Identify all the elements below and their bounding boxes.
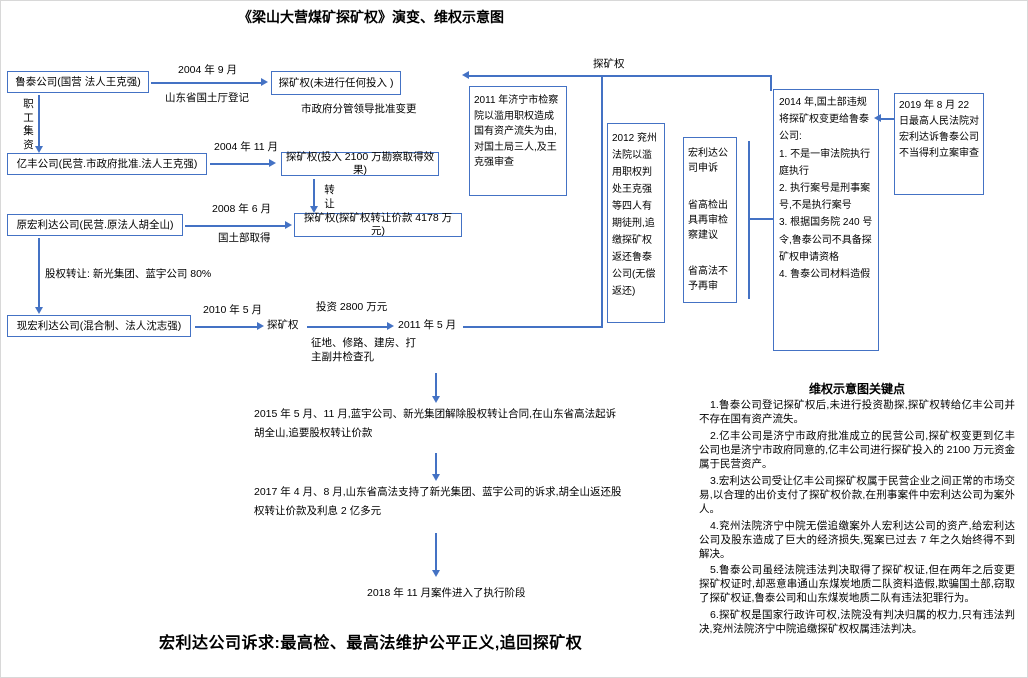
appeal-honglida-petition: 宏利达公司申诉 [688, 148, 728, 174]
connector-line [463, 326, 603, 328]
appeal-provincial-procuratorate: 省高检出具再审检察建议 [688, 199, 728, 241]
flow-node-mining-right-2100: 探矿权(投入 2100 万勘察取得效果) [281, 151, 439, 176]
arrow-label-land-ministry-obtained: 国土部取得 [218, 232, 271, 244]
flow-node-yifeng-company: 亿丰公司(民营.市政府批准.法人王克强) [7, 153, 207, 175]
keypoint-item-2: 2.亿丰公司是济宁市政府批准成立的民营公司,探矿权变更到亿丰公司也是济宁市政府同… [699, 429, 1015, 470]
arrowhead-down-icon [431, 570, 440, 577]
label-mining-right-plain: 探矿权 [267, 319, 299, 331]
arrowhead-right-icon [257, 322, 264, 330]
keypoint-item-1: 1.鲁泰公司登记探矿权后,未进行投资勘探,探矿权转给亿丰公司并不存在国有资产流失… [699, 399, 1015, 425]
flow-node-mining-right-no-input: 探矿权(未进行任何投入 ) [271, 71, 401, 95]
keypoint-item-3: 3.宏利达公司受让亿丰公司探矿权属于民营企业之间正常的市场交易,以合理的出价支付… [699, 474, 1015, 515]
arrowhead-right-icon [261, 78, 268, 86]
arrow-label-date-2008-06: 2008 年 6 月 [212, 203, 271, 215]
arrow-label-land-dept-registration: 山东省国土厅登记 [165, 92, 249, 104]
appeal-provincial-court-refusal: 省高法不予再审 [688, 266, 728, 292]
flow-node-lutai-company: 鲁泰公司(国营 法人王克强) [7, 71, 149, 93]
connector-line [748, 141, 750, 299]
connector-line [748, 218, 773, 220]
arrow-label-date-2004-09: 2004 年 9 月 [178, 64, 237, 76]
connector-line [469, 75, 771, 77]
arrow-label-mining-right-return: 探矿权 [593, 58, 625, 70]
step-2018-execution: 2018 年 11 月案件进入了执行阶段 [367, 587, 526, 599]
label-date-2011-05: 2011 年 5 月 [398, 319, 457, 331]
arrow-label-investment-2800: 投资 2800 万元 [316, 301, 388, 313]
arrowhead-right-icon [285, 221, 292, 229]
arrowhead-down-icon [431, 396, 440, 403]
connector-line [770, 75, 772, 91]
flow-node-former-honglida: 原宏利达公司(民营.原法人胡全山) [7, 214, 183, 236]
connector-line [601, 75, 603, 328]
page-title: 《梁山大营煤矿探矿权》演变、维权示意图 [238, 9, 504, 25]
flow-node-current-honglida: 现宏利达公司(混合制、法人沈志强) [7, 315, 191, 337]
keypoints-list: 1.鲁泰公司登记探矿权后,未进行投资勘探,探矿权转给亿丰公司并不存在国有资产流失… [699, 399, 1015, 677]
arrow-label-employee-fundraising: 职工集资 [23, 98, 34, 151]
label-land-road-construction: 征地、修路、建房、打主副井检查孔 [311, 337, 416, 363]
arrowhead-down-icon [34, 146, 43, 153]
keypoint-item-5: 5.鲁泰公司虽经法院违法判决取得了探矿权证,但在两年之后变更探矿权证时,却恶意串… [699, 564, 1015, 605]
arrowhead-down-icon [34, 307, 43, 314]
step-2015-lawsuit: 2015 年 5 月、11 月,蓝宇公司、新光集团解除股权转让合同,在山东省高法… [254, 408, 617, 440]
arrowhead-right-icon [387, 322, 394, 330]
connector-line [435, 533, 437, 571]
connector-line [151, 82, 261, 84]
arrowhead-down-icon [431, 474, 440, 481]
keypoint-item-4: 4.兖州法院济宁中院无偿追缴案外人宏利达公司的资产,给宏利达公司及股东造成了巨大… [699, 519, 1015, 560]
box-2012-yanzhou-court: 2012 兖州法院以滥用职权判处王克强等四人有期徒刑,追缴探矿权返还鲁泰公司(无… [607, 123, 665, 323]
label-city-gov-approval: 市政府分管领导批准变更 [301, 103, 417, 115]
step-2017-judgment: 2017 年 4 月、8 月,山东省高法支持了新光集团、蓝宇公司的诉求,胡全山返… [254, 486, 622, 518]
connector-line [435, 453, 437, 475]
arrow-label-transfer: 转让 [324, 184, 335, 210]
arrow-label-date-2004-11: 2004 年 11 月 [214, 141, 279, 153]
arrowhead-left-icon [462, 71, 469, 79]
arrowhead-left-icon [874, 114, 881, 122]
box-2019-supreme-court-review: 2019 年 8 月 22 日最高人民法院对宏利达诉鲁泰公司不当得利立案审查 [894, 93, 984, 195]
connector-line [435, 373, 437, 397]
connector-line [881, 118, 894, 120]
connector-line [185, 225, 285, 227]
keypoints-heading: 维权示意图关键点 [808, 382, 905, 396]
connector-line [38, 95, 40, 147]
honglida-demand-statement: 宏利达公司诉求:最高检、最高法维护公平正义,追回探矿权 [159, 635, 583, 652]
connector-line [313, 179, 315, 207]
box-2011-jining-procuratorate: 2011 年济宁市检察院以滥用职权造成国有资产流失为由,对国土局三人,及王克强审… [469, 86, 567, 196]
arrowhead-right-icon [269, 159, 276, 167]
arrow-label-equity-transfer: 股权转让: 新光集团、蓝宇公司 80% [45, 268, 212, 280]
arrow-label-date-2010-05: 2010 年 5 月 [203, 304, 262, 316]
connector-line [307, 326, 387, 328]
box-2014-land-ministry-violation: 2014 年,国土部违规将探矿权变更给鲁泰公司: 1. 不是一审法院执行庭执行 … [773, 89, 879, 351]
connector-line [195, 326, 257, 328]
flow-node-mining-right-4178: 探矿权(探矿权转让价款 4178 万元) [294, 212, 462, 237]
box-appeal-process: 宏利达公司申诉 省高检出具再审检察建议 省高法不予再审 [683, 137, 737, 303]
arrowhead-down-icon [309, 206, 318, 213]
connector-line [210, 163, 269, 165]
connector-line [38, 238, 40, 308]
keypoint-item-6: 6.探矿权是国家行政许可权,法院没有判决归属的权力,只有违法判决,兖州法院济宁中… [699, 609, 1015, 636]
